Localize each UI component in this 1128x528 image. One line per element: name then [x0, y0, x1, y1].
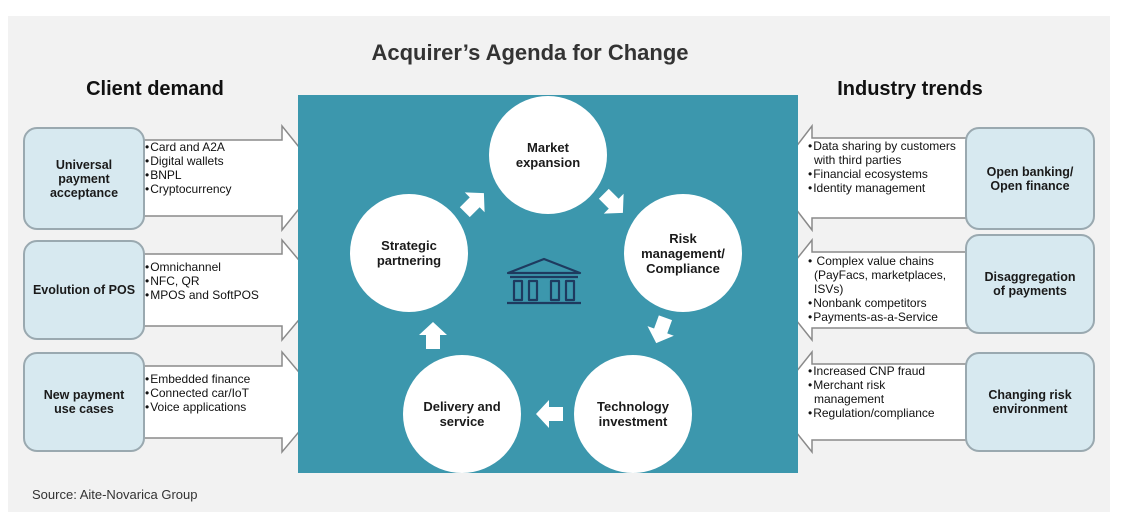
left-box-3: New payment use cases	[23, 352, 145, 452]
circle-technology-investment: Technology investment	[574, 355, 692, 473]
left-bullets-2: OmnichannelNFC, QRMPOS and SoftPOS	[145, 260, 259, 302]
circle-risk-management: Risk management/ Compliance	[624, 194, 742, 312]
cycle-arrow-4	[419, 322, 447, 349]
circle-market-expansion: Market expansion	[489, 96, 607, 214]
cycle-arrow-2	[647, 315, 674, 344]
bank-icon	[506, 257, 582, 305]
left-box-2: Evolution of POS	[23, 240, 145, 340]
right-bullets-3: Increased CNP fraudMerchant risk managem…	[808, 364, 958, 420]
cycle-arrow-5	[459, 192, 485, 218]
diagram-title: Acquirer’s Agenda for Change	[371, 40, 689, 65]
right-bullets-2: Complex value chains (PayFacs, marketpla…	[808, 254, 958, 324]
cycle-arrow-3	[536, 400, 563, 428]
circle-delivery-service: Delivery and service	[403, 355, 521, 473]
right-box-1: Open banking/ Open finance	[965, 127, 1095, 230]
right-bullets-1: Data sharing by customers with third par…	[808, 139, 958, 195]
source-note: Source: Aite-Novarica Group	[32, 487, 198, 502]
left-box-1: Universal payment acceptance	[23, 127, 145, 230]
right-box-3: Changing risk environment	[965, 352, 1095, 452]
left-bullets-1: Card and A2ADigital walletsBNPLCryptocur…	[145, 140, 231, 196]
right-box-2: Disaggregation of payments	[965, 234, 1095, 334]
circle-strategic-partnering: Strategic partnering	[350, 194, 468, 312]
cycle-arrow-1	[598, 188, 624, 214]
right-heading: Industry trends	[837, 78, 983, 100]
left-heading: Client demand	[86, 78, 224, 100]
left-bullets-3: Embedded financeConnected car/IoTVoice a…	[145, 372, 250, 414]
